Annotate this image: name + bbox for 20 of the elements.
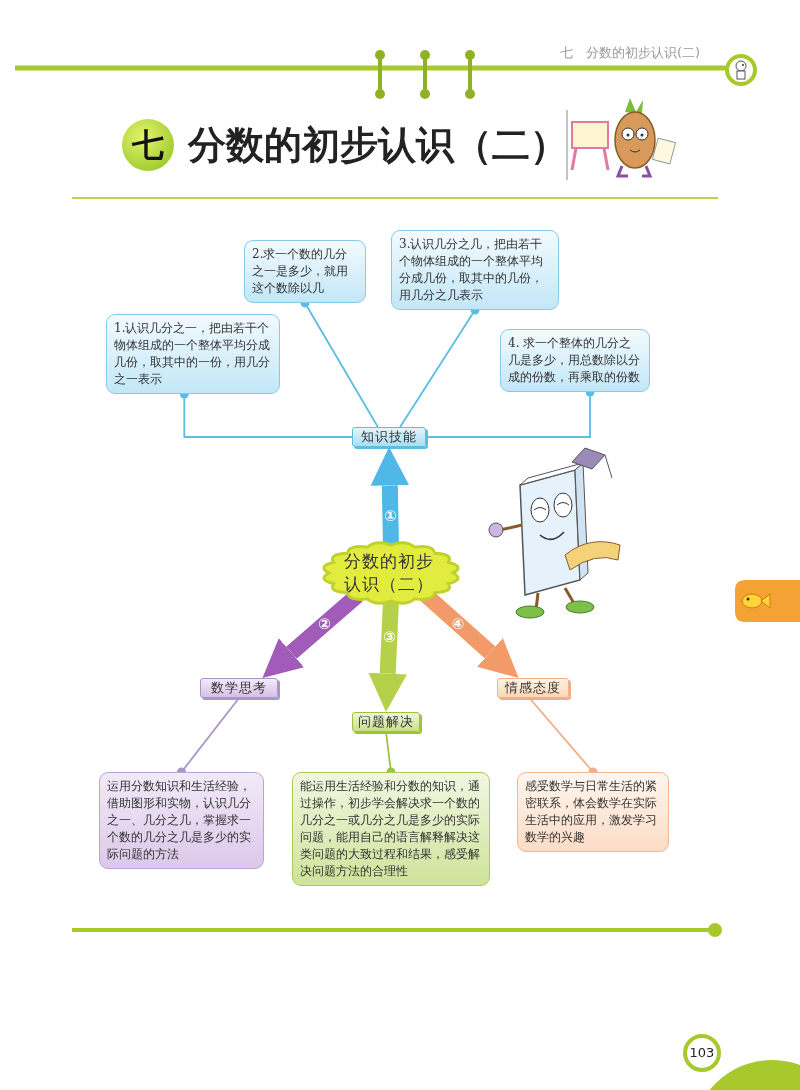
edge-label: ③ (382, 626, 397, 647)
text-box: 能运用生活经验和分数的知识，通过操作，初步学会解决求一个数的几分之一或几分之几是多少的实际问题，能用自己的语言解释解决这类问题的大致过程和结果，感受解决问题方法的合理性 (292, 772, 490, 886)
text-box: 1.认识几分之一，把由若干个物体组成的一个整体平均分成几份，取其中的一份，用几分之一表示 (106, 314, 280, 394)
text-box: 运用分数知识和生活经验，借助图形和实物，认识几分之一、几分之几，掌握求一个数的几分之几是多少的实际问题的方法 (99, 772, 264, 869)
category-tab: 知识技能 (352, 427, 426, 447)
text-box: 3.认识几分之几，把由若干个物体组成的一个整体平均分成几份，取其中的几份，用几分之几表示 (391, 230, 559, 310)
edge-label: ④ (450, 613, 466, 634)
category-tab: 数学思考 (200, 678, 278, 698)
topic-cloud: 分数的初步认识（二） (322, 538, 460, 608)
edge-label: ① (383, 505, 398, 526)
text-box: 2.求一个数的几分之一是多少，就用这个数除以几 (244, 240, 366, 303)
page-number: 103 (683, 1034, 721, 1072)
category-tab: 情感态度 (497, 678, 569, 698)
running-header: 七 分数的初步认识(二) (560, 44, 701, 62)
chapter-badge: 七 (122, 119, 174, 171)
category-tab: 问题解决 (352, 712, 420, 732)
edge-label: ② (316, 614, 332, 635)
text-box: 感受数学与日常生活的紧密联系，体会数学在实际生活中的应用，激发学习数学的兴趣 (517, 772, 669, 852)
title: 分数的初步认识（二） (188, 122, 568, 169)
text-box: 4. 求一个整体的几分之几是多少，用总数除以分成的份数，再乘取的份数 (500, 329, 650, 392)
